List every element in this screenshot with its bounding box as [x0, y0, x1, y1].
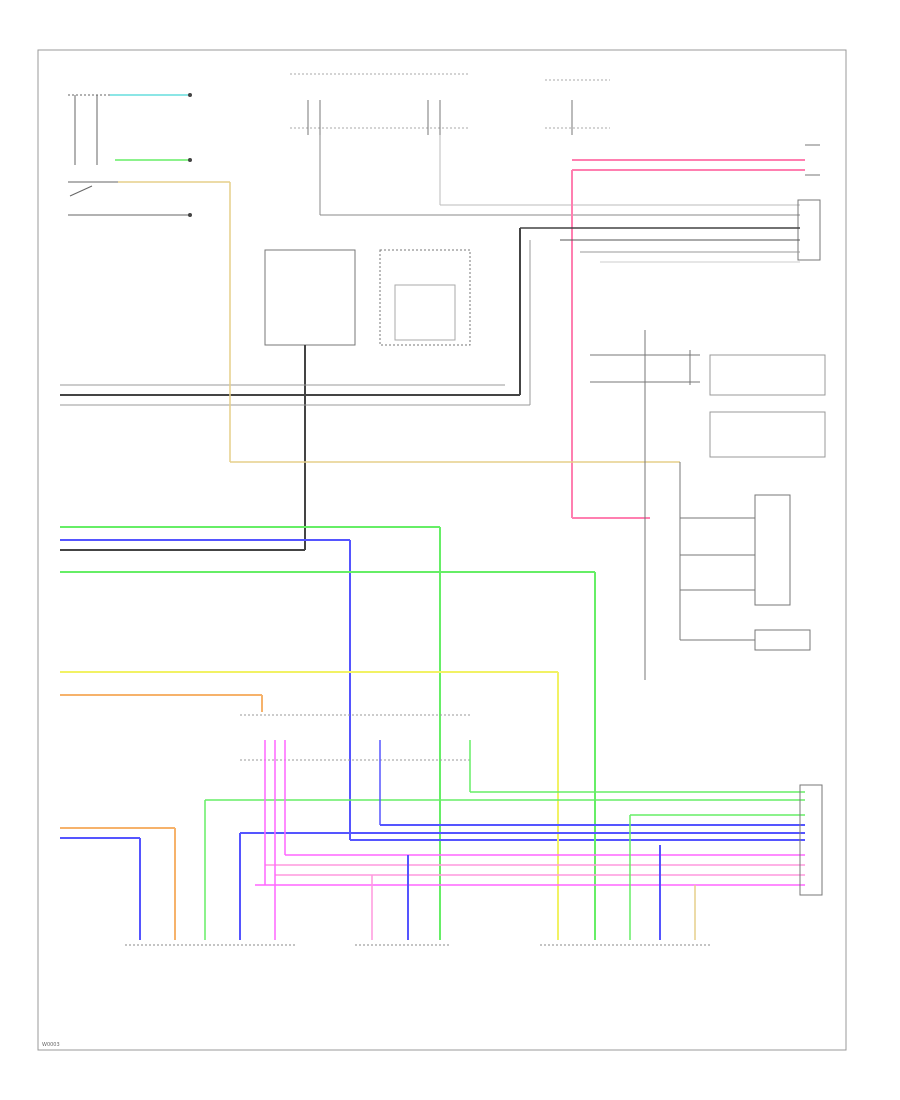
- top-module-wires: [307, 100, 800, 216]
- right-connector-wires: [520, 227, 800, 263]
- yellow-wire: [60, 671, 559, 940]
- bus-wires: [205, 791, 805, 886]
- connector-pin: [188, 93, 192, 97]
- orange-blue-pair: [60, 827, 176, 940]
- diagram-border: [37, 49, 847, 1051]
- engine-control-module: [590, 330, 826, 680]
- green-wire-a: [60, 526, 441, 940]
- orange-wire-a: [60, 694, 263, 712]
- right-bottom-connector: [799, 784, 823, 896]
- pink-wire-top: [571, 159, 805, 519]
- top-module-frame: [290, 73, 610, 129]
- connector-pin: [188, 158, 192, 162]
- blue-wire-a: [60, 539, 805, 841]
- gray-wires: [60, 240, 531, 406]
- green-wire-b: [60, 571, 596, 940]
- connector-pin: [188, 213, 192, 217]
- tan-wire: [190, 181, 680, 463]
- middle-modules: [264, 249, 471, 346]
- right-connector: [797, 144, 821, 261]
- vertical-drops: [204, 740, 696, 940]
- switch-assembly: [68, 94, 190, 216]
- switch-leads: [110, 94, 190, 216]
- footer-code: W0003: [42, 1042, 60, 1048]
- main-dark-wires: [60, 228, 521, 551]
